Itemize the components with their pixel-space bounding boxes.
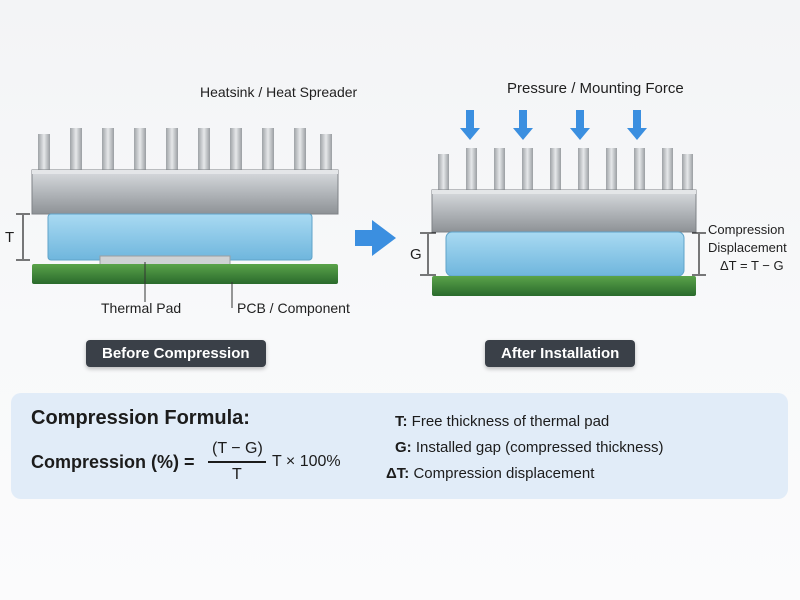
formula-tail: T × 100% [272,453,341,470]
pressure-arrow [627,110,647,140]
heatsink-base-after [431,189,697,233]
definition-text: Installed gap (compressed thickness) [415,439,664,456]
formula-lhs: Compression (%) = [31,452,195,472]
compression-label-line1: Compression [708,222,785,237]
pressure-arrows [460,110,647,140]
compression-dimension [692,232,706,276]
before-caption: Before Compression [86,340,266,367]
formula-panel [11,393,788,499]
definition-g: G: Installed gap (compressed thickness) [395,439,663,456]
pressure-label: Pressure / Mounting Force [507,80,684,97]
definition-delta-t: ΔT: Compression displacement [386,465,594,482]
heatsink-label: Heatsink / Heat Spreader [200,84,358,100]
transition-arrow [355,220,396,256]
thermal-pad-after [445,231,685,277]
gap-dimension-after [420,232,436,276]
after-caption: After Installation [485,340,636,367]
thickness-dimension-before [16,213,30,261]
compression-diagram [16,110,706,308]
heatsink-base-before [31,169,339,215]
definition-symbol: G: [395,439,412,456]
pcb-after [432,276,696,296]
definition-text: Compression displacement [413,465,595,482]
definition-t: T: Free thickness of thermal pad [395,413,609,430]
formula-denominator: T [232,466,242,483]
compression-label-line2: Displacement [708,240,787,255]
heatsink-fins-after [438,148,693,192]
thickness-label: T [5,229,15,246]
pressure-arrow [570,110,590,140]
heatsink-fins-before [38,128,332,172]
heatsink-after [431,148,697,233]
formula-title: Compression Formula: [31,407,250,429]
pcb-before [32,264,338,284]
fraction-bar [208,461,266,463]
definition-symbol: T: [395,413,408,430]
pcb-label: PCB / Component [237,300,350,316]
gap-label: G [410,246,422,263]
pressure-arrow [513,110,533,140]
thermal-pad-before [47,213,313,261]
thermal-pad-label: Thermal Pad [101,300,182,316]
definition-text: Free thickness of thermal pad [411,413,610,430]
definition-symbol: ΔT: [386,465,410,482]
compression-label-line3: ΔT = T − G [720,258,784,273]
pressure-arrow [460,110,480,140]
formula-numerator: (T − G) [212,440,263,457]
heatsink-before [31,128,339,215]
